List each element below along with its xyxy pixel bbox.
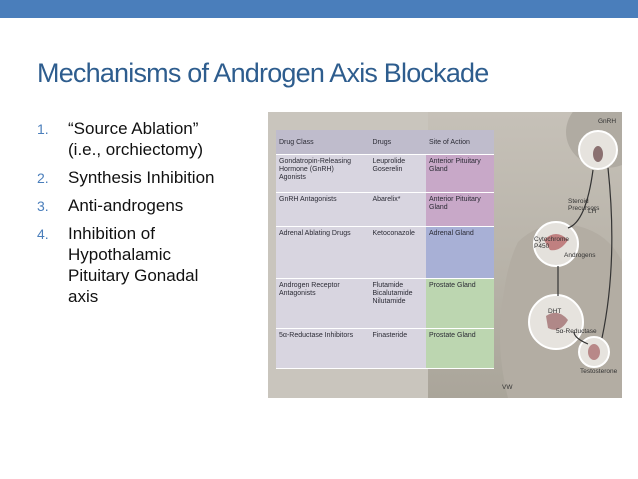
list-item: 3. Anti-androgens — [37, 195, 267, 216]
list-number: 4. — [37, 226, 49, 242]
list-number: 3. — [37, 198, 49, 214]
testis-arrow-icon — [601, 167, 613, 339]
site-cell: Prostate Gland — [426, 328, 494, 369]
figure-credit: VW — [502, 384, 513, 391]
table-header-cell: Site of Action — [426, 130, 494, 155]
site-cell: Adrenal Gland — [426, 226, 494, 279]
drug-class-cell: 5α-Reductase Inhibitors — [276, 328, 370, 369]
site-cell: Prostate Gland — [426, 278, 494, 329]
dht-label: DHT — [548, 308, 562, 315]
drugs-cell: Ketoconazole — [369, 226, 426, 279]
body-illustration — [499, 112, 622, 398]
table-header-row: Drug Class Drugs Site of Action — [276, 130, 494, 155]
list-item: 4. Inhibition of Hypothalamic Pituitary … — [37, 223, 267, 307]
androgen-axis-figure: Drug Class Drugs Site of Action Gondatro… — [268, 112, 622, 398]
list-item-text: (i.e., orchiectomy) — [68, 140, 204, 159]
lh-label: LH — [588, 208, 597, 215]
lh-arrow-icon — [567, 169, 594, 229]
top-accent-bar — [0, 0, 638, 18]
drug-table: Drug Class Drugs Site of Action Gondatro… — [276, 130, 494, 369]
prostate-gland-icon — [546, 312, 568, 330]
testosterone-arrow-icon — [573, 331, 589, 345]
list-item-text: Hypothalamic — [68, 245, 171, 264]
list-item: 1. “Source Ablation” (i.e., orchiectomy) — [37, 118, 267, 160]
androgens-label: Androgens — [564, 252, 596, 259]
gnrh-label: GnRH — [598, 118, 617, 125]
drugs-cell: Finasteride — [369, 328, 426, 369]
reductase-label: 5α-Reductase — [556, 328, 597, 335]
pituitary-gland-icon — [593, 146, 603, 162]
drugs-cell: Abarelix* — [369, 192, 426, 227]
bullet-list: 1. “Source Ablation” (i.e., orchiectomy)… — [37, 118, 267, 314]
list-item-text: Inhibition of — [68, 224, 155, 243]
drug-class-cell: Adrenal Ablating Drugs — [276, 226, 370, 279]
table-header-cell: Drugs — [369, 130, 426, 155]
table-row: 5α-Reductase Inhibitors Finasteride Pros… — [276, 328, 494, 369]
list-item-text: axis — [68, 287, 99, 306]
list-number: 1. — [37, 121, 49, 137]
adrenal-gland-icon — [544, 234, 568, 251]
table-row: Adrenal Ablating Drugs Ketoconazole Adre… — [276, 226, 494, 279]
drug-class-cell: GnRH Antagonists — [276, 192, 370, 227]
list-item-text: Anti-androgens — [68, 196, 184, 215]
list-item-text: “Source Ablation” — [68, 119, 199, 138]
testosterone-label: Testosterone — [580, 368, 618, 375]
table-row: GnRH Antagonists Abarelix* Anterior Pitu… — [276, 192, 494, 227]
list-item-text: Pituitary Gonadal — [68, 266, 199, 285]
list-number: 2. — [37, 170, 49, 186]
list-item-text: Synthesis Inhibition — [68, 168, 215, 187]
slide-title: Mechanisms of Androgen Axis Blockade — [37, 58, 489, 88]
testis-icon — [588, 344, 600, 360]
table-header-cell: Drug Class — [276, 130, 370, 155]
list-item: 2. Synthesis Inhibition — [37, 167, 267, 188]
